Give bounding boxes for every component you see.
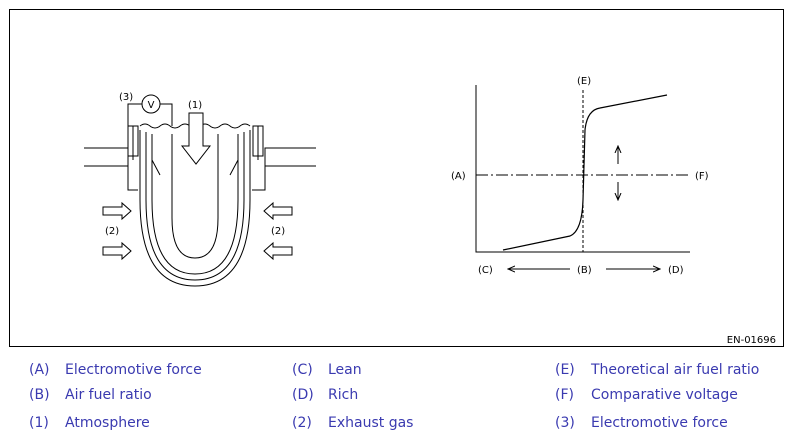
- oxygen-sensor-sketch: [84, 94, 316, 287]
- legend-text: Theoretical air fuel ratio: [591, 362, 760, 378]
- legend-item: (C) Lean: [292, 362, 362, 378]
- legend-key: (3): [555, 415, 575, 431]
- legend-text: Lean: [328, 362, 362, 378]
- legend-key: (A): [29, 362, 50, 378]
- label-b: (B): [577, 265, 592, 276]
- legend-text: Air fuel ratio: [65, 387, 152, 403]
- voltmeter-label: V: [148, 100, 155, 111]
- legend-item: (B) Air fuel ratio: [29, 387, 152, 403]
- legend-text: Atmosphere: [65, 415, 150, 431]
- label-a: (A): [451, 171, 466, 182]
- legend-text: Rich: [328, 387, 359, 403]
- legend-text: Electromotive force: [591, 415, 728, 431]
- legend-key: (B): [29, 387, 50, 403]
- legend-key: (E): [555, 362, 575, 378]
- legend-item: (D) Rich: [292, 387, 358, 403]
- label-2-right: (2): [271, 226, 285, 237]
- legend-key: (1): [29, 415, 49, 431]
- legend-text: Electromotive force: [65, 362, 202, 378]
- legend-item: (F) Comparative voltage: [555, 387, 738, 403]
- legend-item: (2) Exhaust gas: [292, 415, 413, 431]
- label-c: (C): [478, 265, 493, 276]
- figure-code: EN-01696: [727, 335, 776, 346]
- legend-key: (F): [555, 387, 574, 403]
- label-3: (3): [119, 92, 133, 103]
- label-2-left: (2): [105, 226, 119, 237]
- characteristic-graph: [475, 85, 690, 269]
- label-1: (1): [188, 100, 202, 111]
- legend-text: Exhaust gas: [328, 415, 414, 431]
- label-d: (D): [668, 265, 684, 276]
- legend-item: (A) Electromotive force: [29, 362, 202, 378]
- legend-key: (D): [292, 387, 314, 403]
- legend-text: Comparative voltage: [591, 387, 738, 403]
- legend-key: (2): [292, 415, 312, 431]
- label-f: (F): [695, 171, 709, 182]
- legend-item: (E) Theoretical air fuel ratio: [555, 362, 759, 378]
- legend-key: (C): [292, 362, 313, 378]
- figure-diagram: V (3) (1) (2) (2) (E) (A) (F) (C) (B) (D…: [84, 76, 776, 346]
- figure-frame: [9, 9, 784, 347]
- label-e: (E): [577, 76, 591, 87]
- legend-item: (1) Atmosphere: [29, 415, 150, 431]
- legend-item: (3) Electromotive force: [555, 415, 728, 431]
